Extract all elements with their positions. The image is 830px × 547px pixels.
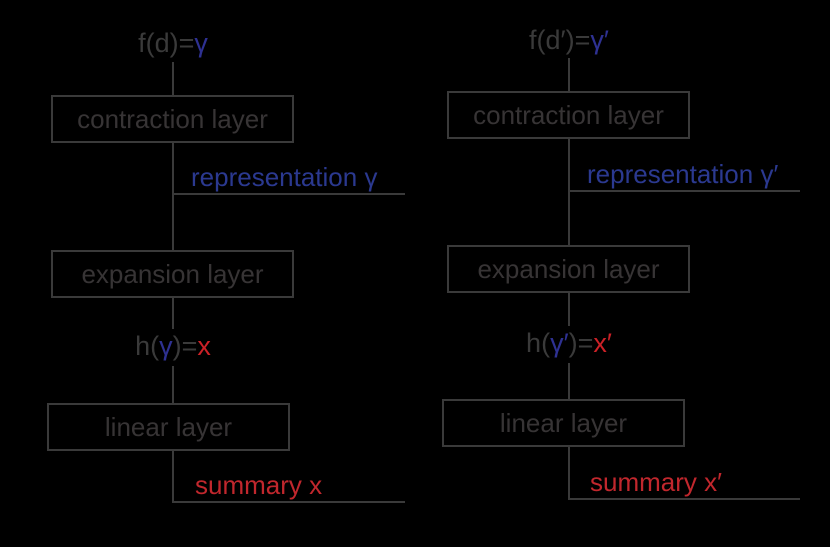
expansion-layer-box-left: expansion layer (51, 250, 294, 298)
mid-formula-left: h(γ)=x (135, 331, 211, 362)
formula-prefix: h( (526, 328, 551, 358)
summary-underline (568, 498, 800, 500)
contraction-layer-label: contraction layer (473, 99, 664, 130)
connector-line (172, 366, 174, 403)
contraction-layer-box-right: contraction layer (447, 91, 690, 139)
representation-underline (568, 190, 800, 192)
connector-line (172, 62, 174, 95)
connector-line (172, 451, 174, 503)
connector-line (568, 447, 570, 500)
x-symbol: x (197, 331, 211, 361)
expansion-layer-label: expansion layer (477, 253, 660, 284)
formula-prefix: f(d)= (138, 28, 195, 58)
connector-line (568, 293, 570, 326)
linear-layer-box-left: linear layer (47, 403, 290, 451)
formula-infix: )= (172, 331, 198, 361)
contraction-layer-label: contraction layer (77, 103, 268, 134)
connector-line (568, 139, 570, 245)
connector-line (172, 143, 174, 250)
top-formula-right: f(d′)=γ′ (529, 25, 609, 56)
connector-line (568, 58, 570, 91)
summary-label-left: summary x (195, 470, 323, 500)
linear-layer-box-right: linear layer (442, 399, 685, 447)
top-formula-left: f(d)=γ (138, 28, 208, 59)
linear-layer-label: linear layer (499, 407, 628, 438)
gamma-symbol: γ (159, 331, 173, 361)
representation-label-left: representation γ (191, 162, 378, 192)
x-prime-symbol: x′ (593, 328, 612, 358)
gamma-prime-symbol: γ′ (590, 25, 609, 55)
connector-line (172, 298, 174, 329)
expansion-layer-label: expansion layer (81, 258, 264, 289)
gamma-symbol: γ (194, 28, 208, 58)
gamma-prime-symbol: γ′ (550, 328, 569, 358)
formula-prefix: f(d′)= (529, 25, 591, 55)
linear-layer-label: linear layer (104, 411, 233, 442)
formula-prefix: h( (135, 331, 160, 361)
mid-formula-right: h(γ′)=x′ (526, 328, 612, 359)
representation-label-right: representation γ′ (587, 159, 779, 189)
connector-line (568, 363, 570, 399)
summary-label-right: summary x′ (590, 467, 722, 497)
contraction-layer-box-left: contraction layer (51, 95, 294, 143)
representation-underline (172, 193, 405, 195)
summary-underline (172, 501, 405, 503)
expansion-layer-box-right: expansion layer (447, 245, 690, 293)
formula-infix: )= (568, 328, 594, 358)
